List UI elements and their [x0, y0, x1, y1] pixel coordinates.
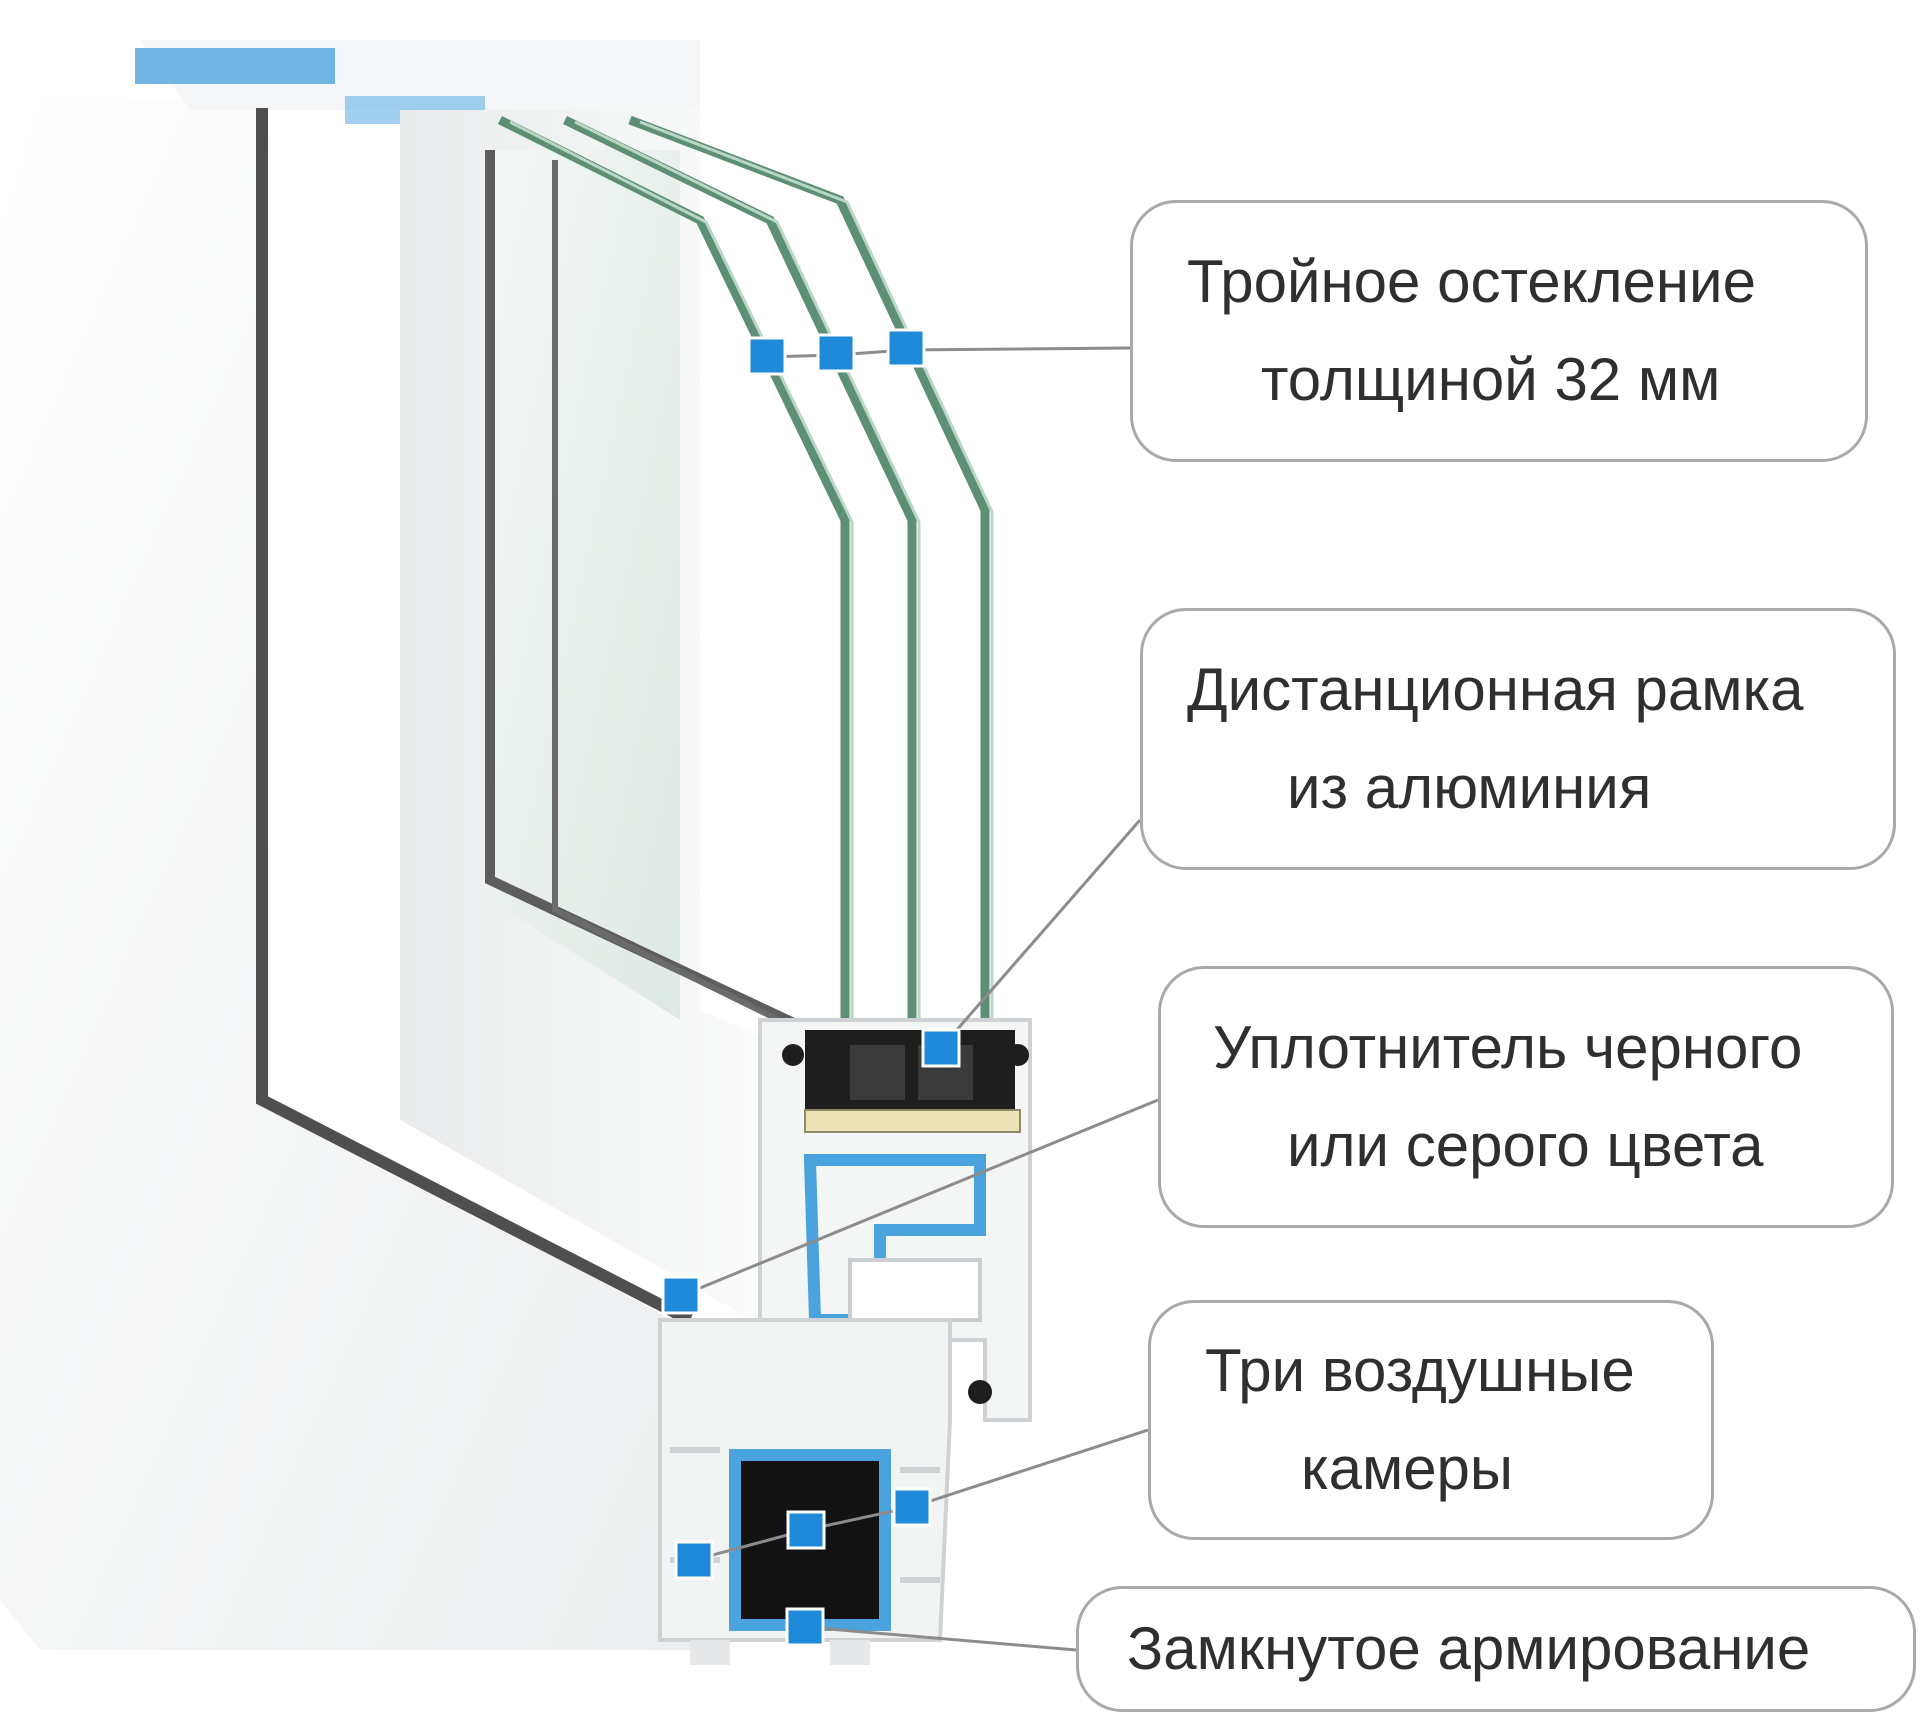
leader-lines	[682, 346, 1159, 1652]
sealant-strip	[804, 1109, 1021, 1133]
sash-gasket-1	[782, 1044, 804, 1066]
sash-gasket-4	[968, 1380, 992, 1404]
callout-seal: Уплотнитель черного или серого цвета	[1158, 966, 1894, 1228]
outer-frame	[0, 100, 690, 1650]
callout-text-line: Три воздушные	[1205, 1337, 1635, 1404]
marker-glass-2	[816, 333, 856, 373]
callout-text-line: из алюминия	[1287, 754, 1652, 821]
marker-glass-1	[747, 336, 787, 376]
sash-chamber	[848, 1258, 982, 1322]
glass-bead-line-2	[552, 160, 842, 1053]
callout-text-line: толщиной 32 мм	[1261, 346, 1721, 413]
sash-gasket-2	[1007, 1044, 1029, 1066]
leader-line-reinforce	[804, 1625, 1077, 1652]
marker-chamber-3	[892, 1487, 932, 1527]
marker-chamber-1	[674, 1540, 714, 1580]
callout-text-line: Замкнутое армирование	[1127, 1615, 1811, 1682]
glass-pane-area	[490, 150, 680, 1020]
spacer-bar	[805, 1030, 1015, 1110]
marker-seal	[661, 1275, 701, 1315]
callout-text-line: Уплотнитель черного	[1213, 1014, 1803, 1081]
markers	[661, 328, 961, 1647]
callout-text-line: Дистанционная рамка	[1187, 656, 1804, 723]
leader-line-seal	[682, 1098, 1159, 1297]
leader-line-glazing	[905, 346, 1131, 352]
callout-text-line: Тройное остекление	[1187, 248, 1756, 315]
marker-chamber-2	[786, 1510, 826, 1550]
callout-text-line: или серого цвета	[1287, 1112, 1764, 1179]
callout-spacer-frame: Дистанционная рамка из алюминия	[1140, 608, 1896, 870]
frame-foot-1	[690, 1640, 730, 1665]
marker-reinforce	[785, 1607, 825, 1647]
callout-triple-glazing: Тройное остекление толщиной 32 мм	[1130, 200, 1868, 462]
window-top-blue-patch	[135, 48, 335, 84]
marker-spacer	[921, 1028, 961, 1068]
frame-rebate-line	[256, 108, 693, 1326]
leader-line-spacer	[939, 819, 1142, 1049]
marker-glass-3	[886, 328, 926, 368]
frame-foot-2	[830, 1640, 870, 1665]
leader-line-chambers	[911, 1428, 1149, 1509]
callout-air-chambers: Три воздушные камеры	[1148, 1300, 1714, 1540]
callout-text-line: камеры	[1301, 1435, 1514, 1502]
spacer-bar-gap-1	[850, 1045, 905, 1100]
callout-closed-reinforcement: Замкнутое армирование	[1076, 1586, 1916, 1712]
